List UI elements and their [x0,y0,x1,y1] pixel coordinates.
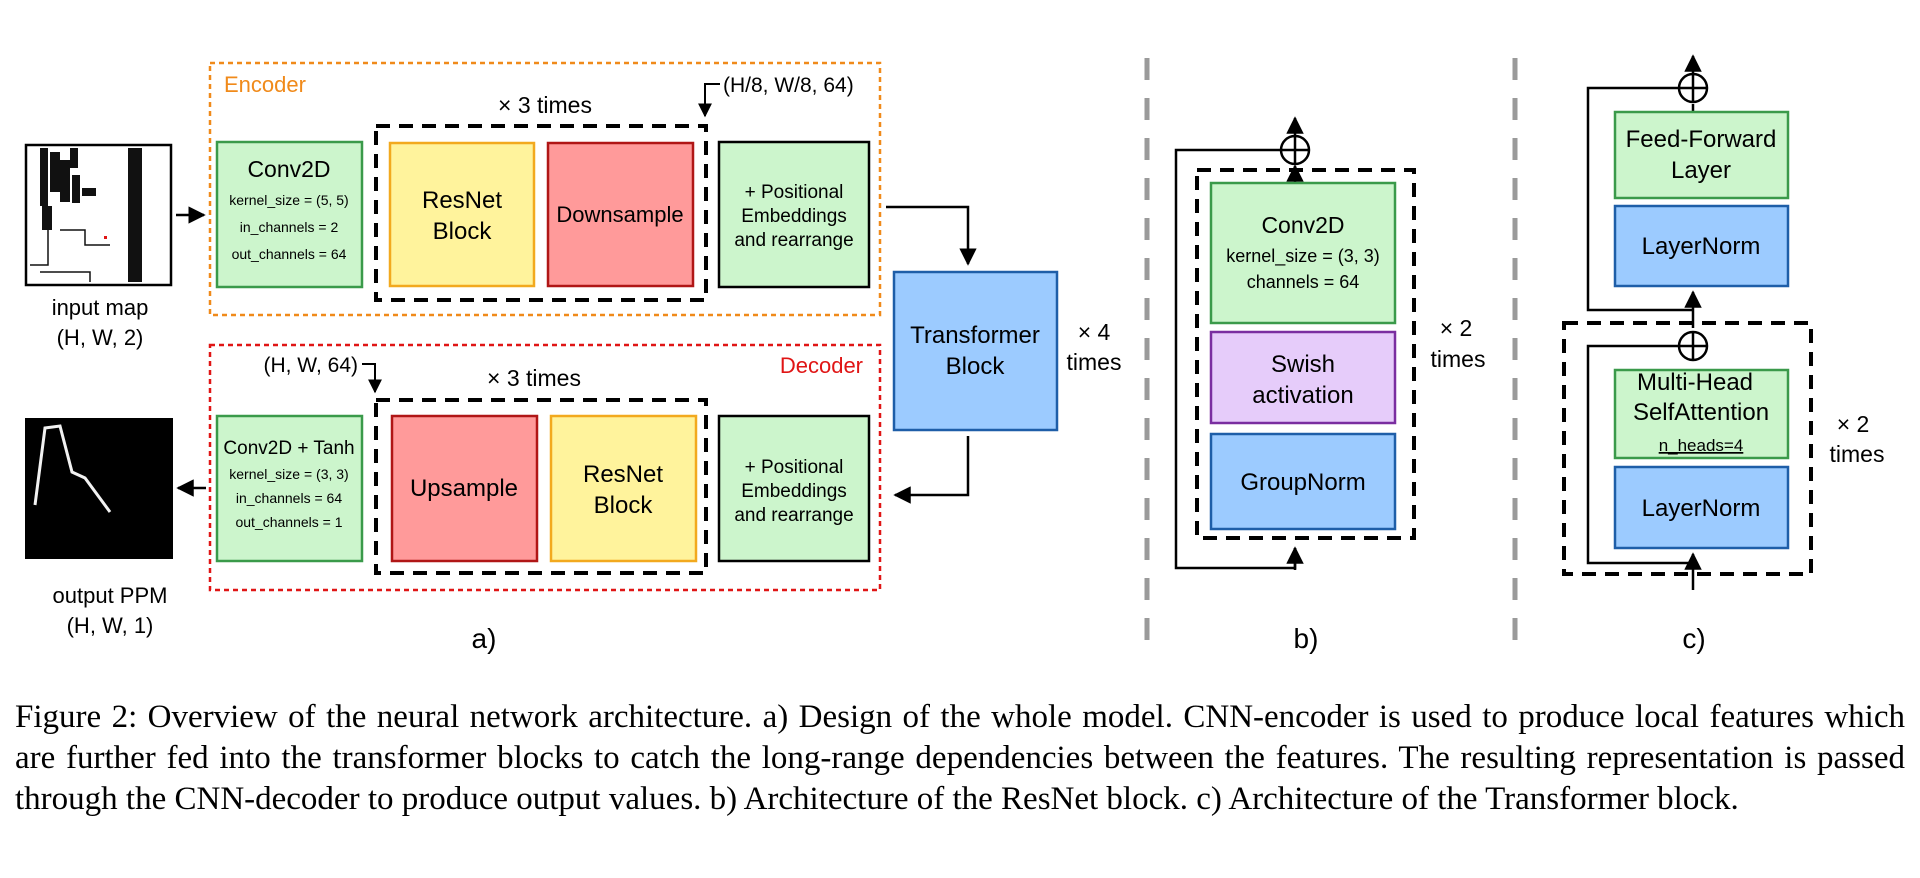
encoder-frame [208,61,882,317]
resnet-conv2d-title: Conv2D [1261,212,1344,238]
encoder-posemb-box [717,140,871,289]
transformer-repeat-line: times [1830,441,1885,467]
encoder-downsample-box [546,141,695,288]
encoder-conv2d-param: in_channels = 2 [240,219,339,235]
groupnorm-label: GroupNorm [1240,469,1365,496]
transformer-repeat-line: × 4 [1078,319,1111,345]
transformer-block-line: Block [946,353,1006,380]
resnet-repeat-line: times [1431,346,1486,372]
decoder-label: Decoder [780,353,863,378]
panel-b-label: b) [1294,623,1319,654]
resnet-conv2d-param: kernel_size = (3, 3) [1226,246,1380,267]
mhsa-line: SelfAttention [1633,399,1769,426]
resnet-conv2d-box [1209,181,1397,325]
encoder-resnet-line: Block [433,218,493,245]
decoder-upsample-box [390,414,539,563]
layernorm-top-box [1613,204,1790,288]
encoder-posemb-line: and rearrange [734,230,853,251]
decoder-resnet-line: Block [594,492,654,519]
transformer-repeat-line: times [1067,349,1122,375]
decoder-frame [208,343,882,592]
swish-activation-line: activation [1252,382,1353,409]
feed-forward-line: Layer [1671,157,1731,184]
decoder-posemb-line: + Positional [745,457,844,478]
encoder-resnet-line: ResNet [422,187,502,214]
encoder-label: Encoder [224,72,306,97]
encoder-downsample-label: Downsample [556,202,683,227]
decoder-conv2d-param: in_channels = 64 [236,490,342,506]
transformer-repeat-frame [1562,321,1813,576]
transformer-repeat-line: × 2 [1837,411,1870,437]
swish-activation-line: Swish [1271,351,1335,378]
input-map-image [24,143,173,287]
decoder-conv2d-box [215,414,364,563]
panel-c-label: c) [1682,623,1705,654]
encoder-resnet-box [388,141,536,288]
panel-a-label: a) [472,623,497,654]
resnet-repeat-frame [1195,168,1416,540]
swish-activation-box [1209,330,1397,425]
encoder-conv2d-title: Conv2D [247,156,330,182]
encoder-repeat-frame [374,124,708,302]
layernorm-top-label: LayerNorm [1642,233,1761,260]
decoder-resnet-box [549,414,698,563]
encoder-shape-label: (H/8, W/8, 64) [723,74,854,97]
resnet-conv2d-param: channels = 64 [1247,272,1360,292]
encoder-repeat-label: × 3 times [498,92,592,118]
transformer-block-line: Transformer [910,322,1040,349]
feed-forward-box [1613,110,1790,200]
input-map-shape: (H, W, 2) [57,325,144,350]
layernorm-bottom-label: LayerNorm [1642,495,1761,522]
encoder-conv2d-param: out_channels = 64 [232,246,347,262]
decoder-conv2d-param: out_channels = 1 [235,514,342,530]
feed-forward-line: Feed-Forward [1626,126,1777,153]
output-ppm-shape: (H, W, 1) [67,613,154,638]
encoder-posemb-line: + Positional [745,182,844,203]
decoder-conv2d-param: kernel_size = (3, 3) [229,466,348,482]
encoder-conv2d-param: kernel_size = (5, 5) [229,192,348,208]
decoder-conv2d-title: Conv2D + Tanh [223,438,354,459]
decoder-repeat-frame [374,398,708,575]
input-map-label: input map [52,295,149,320]
layernorm-bottom-box [1613,465,1790,550]
decoder-posemb-line: Embeddings [741,481,847,502]
decoder-shape-label: (H, W, 64) [263,354,358,377]
output-ppm-image [25,418,173,559]
groupnorm-box [1209,432,1397,531]
decoder-posemb-box [717,414,871,563]
output-ppm-label: output PPM [53,583,168,608]
decoder-resnet-line: ResNet [583,461,663,488]
resnet-repeat-line: × 2 [1440,315,1473,341]
decoder-upsample-label: Upsample [410,475,518,502]
decoder-posemb-line: and rearrange [734,505,853,526]
encoder-posemb-line: Embeddings [741,206,847,227]
mhsa-line: Multi-Head [1637,369,1753,396]
transformer-block-box [892,270,1059,432]
mhsa-box [1613,368,1790,460]
mhsa-n-heads: n_heads=4 [1659,436,1744,455]
decoder-repeat-label: × 3 times [487,365,581,391]
encoder-conv2d-box [215,140,364,289]
figure-caption: Figure 2: Overview of the neural network… [15,699,1905,817]
